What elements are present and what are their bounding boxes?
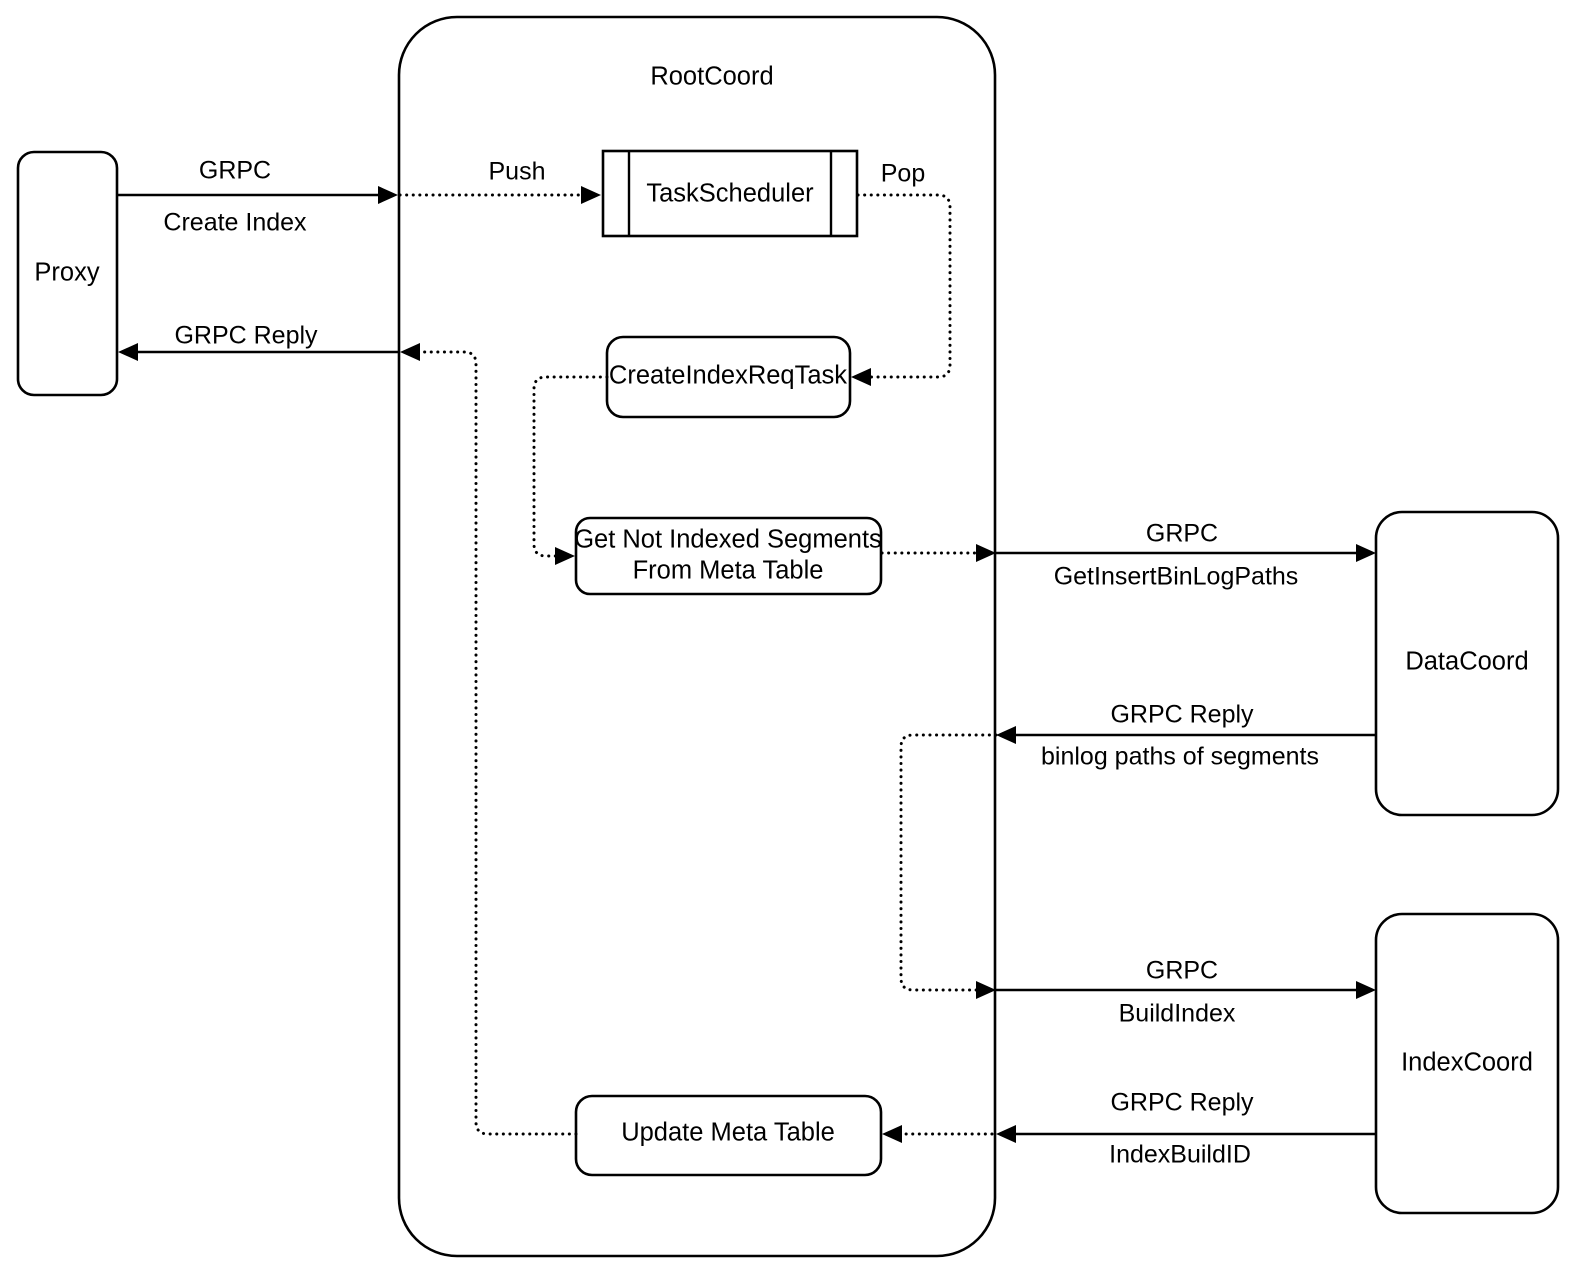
edge-label-grpc: GRPC <box>1146 957 1218 985</box>
node-datacoord[interactable]: DataCoord <box>1374 510 1560 817</box>
arrowhead-icon <box>976 981 996 999</box>
edge-rootcoord-to-proxy: GRPC Reply <box>118 322 398 361</box>
edge-update-meta-table-to-reply <box>400 343 578 1136</box>
edge-label-grpc: GRPC <box>1146 520 1218 548</box>
update-meta-table-label: Update Meta Table <box>621 1119 835 1147</box>
indexcoord-label: IndexCoord <box>1401 1049 1533 1077</box>
edge-proxy-to-rootcoord: GRPC Create Index <box>118 157 398 237</box>
edge-border-to-update-meta-table <box>882 1125 994 1143</box>
edge-datacoord-to-rootcoord: GRPC Reply binlog paths of segments <box>996 701 1376 771</box>
arrowhead-icon <box>882 1125 902 1143</box>
edge-createindexreqtask-to-getnotindexed <box>532 375 609 565</box>
indexcoord-box[interactable] <box>1374 912 1560 1215</box>
edge-pop-to-createindexreqtask: Pop <box>851 160 952 386</box>
arrowhead-icon <box>1356 981 1376 999</box>
node-get-not-indexed-segments[interactable]: Get Not Indexed Segments From Meta Table <box>574 516 883 596</box>
node-proxy[interactable]: Proxy <box>16 150 119 397</box>
edge-label-grpc-reply: GRPC Reply <box>174 322 318 350</box>
rootcoord-label: RootCoord <box>650 63 773 91</box>
edge-label-grpc: GRPC <box>199 157 271 185</box>
arrowhead-icon <box>118 343 138 361</box>
proxy-box[interactable] <box>16 150 119 397</box>
edge-line <box>899 733 998 992</box>
arrowhead-icon <box>996 1125 1016 1143</box>
node-taskscheduler[interactable]: TaskScheduler <box>601 149 859 238</box>
arrowhead-icon <box>581 186 601 204</box>
edge-label-push: Push <box>489 158 546 186</box>
get-not-indexed-segments-box[interactable] <box>574 516 883 596</box>
arrowhead-icon <box>555 547 575 565</box>
edge-label-binlog-paths: binlog paths of segments <box>1041 743 1319 771</box>
get-not-indexed-segments-label-line1: Get Not Indexed Segments <box>574 526 882 554</box>
node-createindexreqtask[interactable]: CreateIndexReqTask <box>605 335 852 419</box>
node-indexcoord[interactable]: IndexCoord <box>1374 912 1560 1215</box>
datacoord-box[interactable] <box>1374 510 1560 817</box>
node-update-meta-table[interactable]: Update Meta Table <box>574 1094 883 1177</box>
arrowhead-icon <box>400 343 420 361</box>
arrowhead-icon <box>378 186 398 204</box>
taskscheduler-label: TaskScheduler <box>646 180 814 208</box>
arrowhead-icon <box>1356 544 1376 562</box>
datacoord-label: DataCoord <box>1405 648 1528 676</box>
rootcoord-boundary <box>397 15 997 1258</box>
edge-label-create-index: Create Index <box>163 209 307 237</box>
createindexreqtask-label: CreateIndexReqTask <box>609 362 847 390</box>
edge-label-indexbuildid: IndexBuildID <box>1109 1141 1251 1169</box>
proxy-label: Proxy <box>34 259 99 287</box>
edge-label-grpc-reply: GRPC Reply <box>1110 701 1254 729</box>
edge-label-pop: Pop <box>881 160 925 188</box>
edge-rootcoord-to-indexcoord: GRPC BuildIndex <box>996 957 1376 1028</box>
taskscheduler-box[interactable] <box>601 149 859 238</box>
edge-push-to-taskscheduler: Push <box>398 158 601 204</box>
arrowhead-icon <box>976 544 996 562</box>
arrowhead-icon <box>851 368 871 386</box>
edge-line <box>532 375 609 558</box>
edge-rootcoord-to-datacoord: GRPC GetInsertBinLogPaths <box>996 520 1376 591</box>
edge-indexcoord-to-rootcoord: GRPC Reply IndexBuildID <box>996 1089 1376 1169</box>
edge-line <box>416 350 578 1136</box>
edge-label-buildindex: BuildIndex <box>1119 1000 1236 1028</box>
container-rootcoord: RootCoord <box>397 15 997 1258</box>
arrowhead-icon <box>996 726 1016 744</box>
edge-label-grpc-reply: GRPC Reply <box>1110 1089 1254 1117</box>
edge-getnotindexed-to-border <box>880 544 996 562</box>
edge-line <box>856 193 952 379</box>
edge-label-getinsertbinlogpaths: GetInsertBinLogPaths <box>1054 563 1299 591</box>
get-not-indexed-segments-label-line2: From Meta Table <box>633 557 824 585</box>
edge-binlog-to-buildindex <box>899 733 998 999</box>
